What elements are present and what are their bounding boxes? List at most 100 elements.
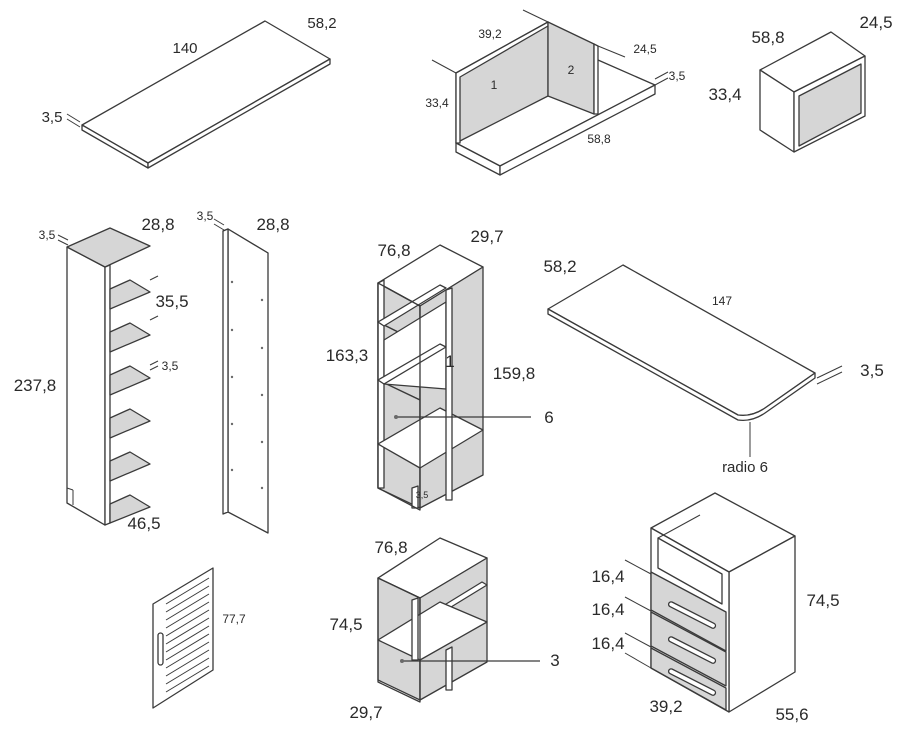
cabinet-door-panel	[798, 63, 862, 147]
dim-height: 74,5	[806, 591, 839, 610]
desk-top-surface	[547, 264, 816, 416]
dim-line	[624, 632, 652, 648]
dim-length: 147	[712, 294, 732, 308]
louvre	[165, 625, 210, 653]
dim-tick	[654, 77, 669, 86]
dim-depth: 55,6	[775, 705, 808, 724]
callout-dot	[394, 415, 398, 419]
dim-tick	[149, 315, 159, 321]
bookcase-divider	[445, 287, 453, 501]
drawer-handle	[667, 601, 717, 629]
dim-base: 46,5	[127, 514, 160, 533]
dim-tick	[654, 71, 669, 80]
dim-height: 237,8	[14, 376, 57, 395]
louvre	[165, 649, 210, 677]
louvre	[165, 641, 210, 669]
shelf-board	[109, 365, 151, 396]
bookcase-base-divider	[411, 485, 419, 509]
dim-width: 58,8	[751, 28, 784, 47]
dim-bottom: 58,8	[587, 132, 611, 146]
callout-dot	[400, 659, 404, 663]
dim-width: 76,8	[377, 241, 410, 260]
dim-tick	[66, 113, 81, 123]
hole	[260, 298, 264, 302]
dim-thickness: 3,5	[42, 109, 63, 126]
dim-line	[597, 45, 626, 58]
shelf-board	[109, 322, 151, 353]
low-bookcase-divider	[411, 597, 419, 661]
bookcase-shelf	[377, 407, 484, 469]
dim-height-right: 159,8	[493, 364, 536, 383]
side-panel-front-edge	[222, 228, 229, 515]
hole	[260, 440, 264, 444]
dim-depth: 24,5	[633, 42, 657, 56]
hole	[230, 280, 234, 284]
base-notch	[66, 487, 74, 491]
dim-depth: 28,8	[141, 215, 174, 234]
low-bookcase-divider	[445, 646, 453, 691]
dim-tick	[57, 234, 69, 241]
dim-depth: 58,2	[307, 15, 336, 32]
low-bookcase-shelf	[377, 601, 488, 661]
panel-label-2: 2	[568, 63, 575, 77]
bookcase-shelf	[377, 284, 447, 327]
louvred-door: 77,7	[152, 567, 246, 709]
dim-line	[431, 59, 457, 74]
dim-tick	[66, 118, 81, 128]
hole-row	[230, 280, 264, 490]
radius-label: radio 6	[722, 459, 768, 476]
hole	[230, 422, 234, 426]
table-top-surface	[81, 20, 331, 164]
dim-thickness: 3,5	[669, 69, 686, 83]
dim-height: 77,7	[222, 612, 246, 626]
dim-depth: 24,5	[859, 13, 892, 32]
tall-bookcase: 76,8 29,7 163,3 159,8 1 6 3,5	[326, 227, 554, 511]
open-box: 39,2 24,5 33,4 3,5 58,8 1 2	[425, 9, 686, 176]
louvre	[165, 665, 210, 693]
dim-depth: 28,8	[256, 215, 289, 234]
shelf-board	[109, 279, 151, 310]
dim-width: 39,2	[649, 697, 682, 716]
hole	[230, 468, 234, 472]
hole	[230, 328, 234, 332]
box-bottom-side	[499, 84, 656, 176]
dim-width: 76,8	[374, 538, 407, 557]
dim-depth: 29,7	[470, 227, 503, 246]
desk-top-147: 58,2 147 3,5 radio 6	[543, 257, 883, 476]
dim-thickness: 3,5	[860, 361, 884, 380]
louvre	[165, 577, 210, 605]
door-louvres	[165, 577, 210, 693]
dim-tick	[213, 218, 225, 226]
dim-depth: 29,7	[349, 703, 382, 722]
bookcase-side-outline	[377, 282, 421, 511]
dim-tick	[149, 365, 159, 371]
dim-line	[624, 596, 652, 612]
dim-tick	[816, 371, 843, 385]
tall-shelf-unit: 3,5 28,8 237,8 35,5 3,5 46,5	[14, 215, 189, 533]
shelf-board	[109, 451, 151, 482]
low-bookcase-outline	[377, 577, 421, 703]
louvre	[165, 657, 210, 685]
shelf-side-edge	[104, 264, 111, 526]
hole	[260, 486, 264, 490]
table-top-140: 140 58,2 3,5	[42, 15, 337, 169]
shelf-board	[109, 408, 151, 439]
drawer-unit: 16,4 16,4 16,4 74,5 39,2 55,6	[591, 492, 840, 724]
dim-line	[522, 9, 549, 23]
side-panel: 3,5 28,8	[197, 209, 290, 534]
dim-tick	[149, 275, 159, 281]
drawer-unit-open-niche	[657, 537, 723, 605]
dim-length: 140	[172, 40, 197, 57]
dim-height-left: 163,3	[326, 346, 369, 365]
dim-shelf-thickness: 3,5	[162, 359, 179, 373]
louvre	[165, 601, 210, 629]
panel-label-1: 1	[491, 78, 498, 92]
dim-shelf-thickness: 3,5	[416, 490, 429, 500]
louvre	[165, 585, 210, 613]
table-top-side-edge	[147, 58, 331, 169]
louvre	[165, 617, 210, 645]
niche-edge	[657, 514, 701, 539]
dim-tick	[149, 360, 159, 366]
dim-depth: 58,2	[543, 257, 576, 276]
shelf-board	[109, 494, 151, 524]
